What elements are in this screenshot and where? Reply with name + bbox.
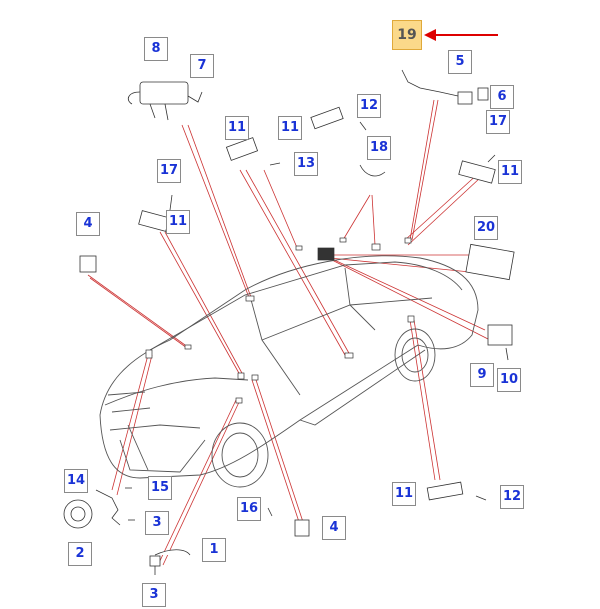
callout-11[interactable]: 11 xyxy=(498,160,522,184)
part-5-sensor xyxy=(457,91,473,105)
callout-9[interactable]: 9 xyxy=(470,363,494,387)
callout-2[interactable]: 2 xyxy=(68,542,92,566)
callout-4[interactable]: 4 xyxy=(322,516,346,540)
callout-1[interactable]: 1 xyxy=(202,538,226,562)
part-4-b xyxy=(294,519,310,537)
callout-11[interactable]: 11 xyxy=(166,210,190,234)
callout-12[interactable]: 12 xyxy=(357,94,381,118)
part-20-module xyxy=(465,243,515,281)
callout-7[interactable]: 7 xyxy=(190,54,214,78)
leader-lines xyxy=(87,99,491,566)
callout-17[interactable]: 17 xyxy=(157,159,181,183)
part-11-e xyxy=(426,481,464,501)
callout-20[interactable]: 20 xyxy=(474,216,498,240)
callout-5[interactable]: 5 xyxy=(448,50,472,74)
sensor-markers xyxy=(145,237,415,404)
part-11-a xyxy=(225,137,259,161)
callout-14[interactable]: 14 xyxy=(64,469,88,493)
callout-8[interactable]: 8 xyxy=(144,37,168,61)
part-4-a xyxy=(79,255,97,273)
callout-11[interactable]: 11 xyxy=(225,116,249,140)
callout-18[interactable]: 18 xyxy=(367,136,391,160)
callout-10[interactable]: 10 xyxy=(497,368,521,392)
part-11-d xyxy=(138,210,170,232)
callout-3[interactable]: 3 xyxy=(142,583,166,607)
callout-4[interactable]: 4 xyxy=(76,212,100,236)
vehicle-outline xyxy=(99,255,479,488)
callout-11[interactable]: 11 xyxy=(392,482,416,506)
part-drawings xyxy=(63,69,515,575)
callout-16[interactable]: 16 xyxy=(237,497,261,521)
part-8-module xyxy=(139,81,189,105)
callout-13[interactable]: 13 xyxy=(294,152,318,176)
part-11-b xyxy=(310,106,344,130)
part-6-sensor xyxy=(477,87,489,101)
part-9-bracket xyxy=(487,324,513,346)
callout-6[interactable]: 6 xyxy=(490,85,514,109)
callout-11[interactable]: 11 xyxy=(278,116,302,140)
callout-3[interactable]: 3 xyxy=(145,511,169,535)
highlight-arrow xyxy=(424,29,498,41)
callout-19-highlighted[interactable]: 19 xyxy=(392,20,422,50)
callout-12[interactable]: 12 xyxy=(500,485,524,509)
part-11-c xyxy=(458,160,496,184)
callout-15[interactable]: 15 xyxy=(148,476,172,500)
callout-17[interactable]: 17 xyxy=(486,110,510,134)
